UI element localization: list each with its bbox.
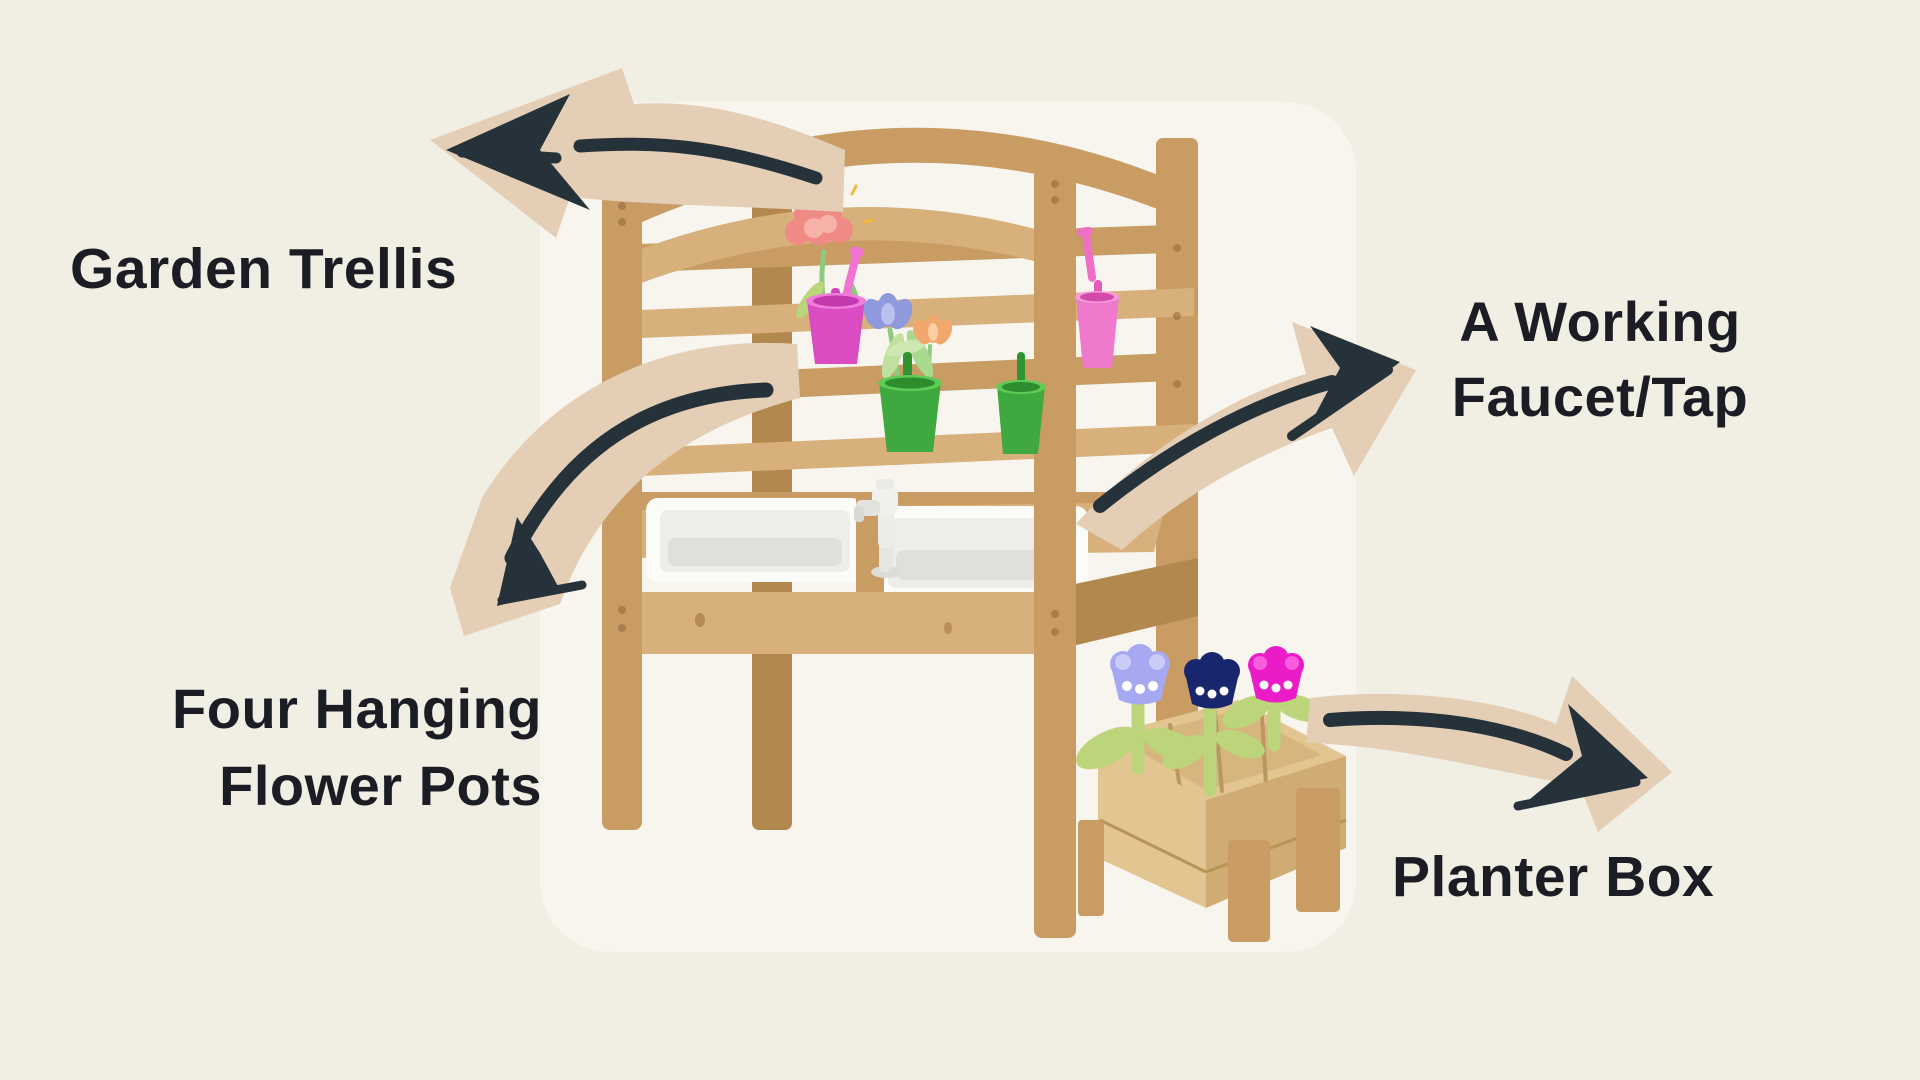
sink-basin-left [646,498,864,582]
planter-box-arrow [1306,676,1672,832]
label-working-faucet-line1: A Working [1459,290,1741,353]
label-planter-box-text: Planter Box [1392,845,1715,909]
periwinkle-tulip [1110,644,1170,705]
orange-flower [912,315,953,345]
magenta-tulip [1248,646,1304,703]
pink-flower-pot [782,184,874,364]
label-hanging-pots-line1: Four Hanging [172,677,542,740]
label-working-faucet: A Working Faucet/Tap [1380,284,1820,434]
label-working-faucet-line2: Faucet/Tap [1451,365,1749,428]
green-flower-pot-right [996,352,1046,454]
faucet [854,479,901,578]
mud-kitchen [602,127,1347,942]
flower-pots-arrow [450,342,800,636]
blue-flower [863,293,913,330]
label-hanging-pots-line2: Flower Pots [219,754,542,817]
label-garden-trellis-text: Garden Trellis [70,237,458,301]
pink-trowel-right [1077,226,1097,282]
planter-tulips [1076,644,1326,797]
garden-trellis-arrow [430,68,845,238]
navy-tulip [1184,652,1240,709]
legs [602,156,1181,938]
dowel-dots [618,180,1181,636]
pink-flower-pot-right [1075,226,1119,368]
label-hanging-pots: Four Hanging Flower Pots [80,670,542,824]
green-flower-pot-left [863,293,953,452]
pink-trowel [840,246,865,306]
hanging-flower-pots [782,184,1119,454]
label-planter-box: Planter Box [1392,846,1714,908]
label-garden-trellis: Garden Trellis [70,238,457,300]
faucet-arrow [1076,322,1416,550]
